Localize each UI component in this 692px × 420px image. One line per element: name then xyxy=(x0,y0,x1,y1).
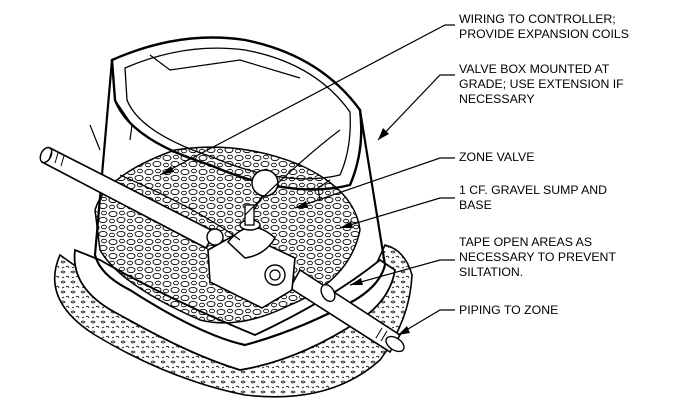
box-front-wall xyxy=(129,289,356,347)
box-top-rim xyxy=(110,36,363,191)
callout-tape: TAPE OPEN AREAS AS NECESSARY TO PREVENT … xyxy=(459,235,689,280)
callout-valve-box-line-1: VALVE BOX MOUNTED AT xyxy=(459,62,610,76)
zone-valve xyxy=(206,169,296,309)
callout-valve-box-line-3: NECESSARY xyxy=(459,92,535,106)
callout-wiring-line-2: PROVIDE EXPANSION COILS xyxy=(459,27,629,41)
tape-ring xyxy=(320,283,336,303)
box-right-wall xyxy=(354,109,387,301)
callout-zone-valve-line-1: ZONE VALVE xyxy=(459,150,535,164)
callout-gravel: 1 CF. GRAVEL SUMP AND BASE xyxy=(459,183,689,213)
callout-gravel-line-2: BASE xyxy=(459,198,492,212)
leader-arrows xyxy=(160,128,410,335)
callout-wiring-line-1: WIRING TO CONTROLLER; xyxy=(459,12,616,26)
callout-wiring: WIRING TO CONTROLLER; PROVIDE EXPANSION … xyxy=(459,12,689,42)
callout-tape-line-3: SILTATION. xyxy=(459,265,524,279)
callout-valve-box-line-2: GRADE; USE EXTENSION IF xyxy=(459,77,624,91)
controller-wire xyxy=(89,124,341,241)
callout-tape-line-1: TAPE OPEN AREAS AS xyxy=(459,235,593,249)
callout-piping-line-1: PIPING TO ZONE xyxy=(459,303,559,317)
callout-tape-line-2: NECESSARY TO PREVENT xyxy=(459,250,616,264)
leader-lines xyxy=(159,24,455,336)
callout-piping: PIPING TO ZONE xyxy=(459,303,689,318)
callout-gravel-line-1: 1 CF. GRAVEL SUMP AND xyxy=(459,183,608,197)
callout-valve-box: VALVE BOX MOUNTED AT GRADE; USE EXTENSIO… xyxy=(459,62,689,107)
box-inner-rim xyxy=(124,47,351,180)
box-left-wall xyxy=(93,59,131,291)
pipe-right-thread xyxy=(385,335,405,353)
callout-zone-valve: ZONE VALVE xyxy=(459,150,689,165)
